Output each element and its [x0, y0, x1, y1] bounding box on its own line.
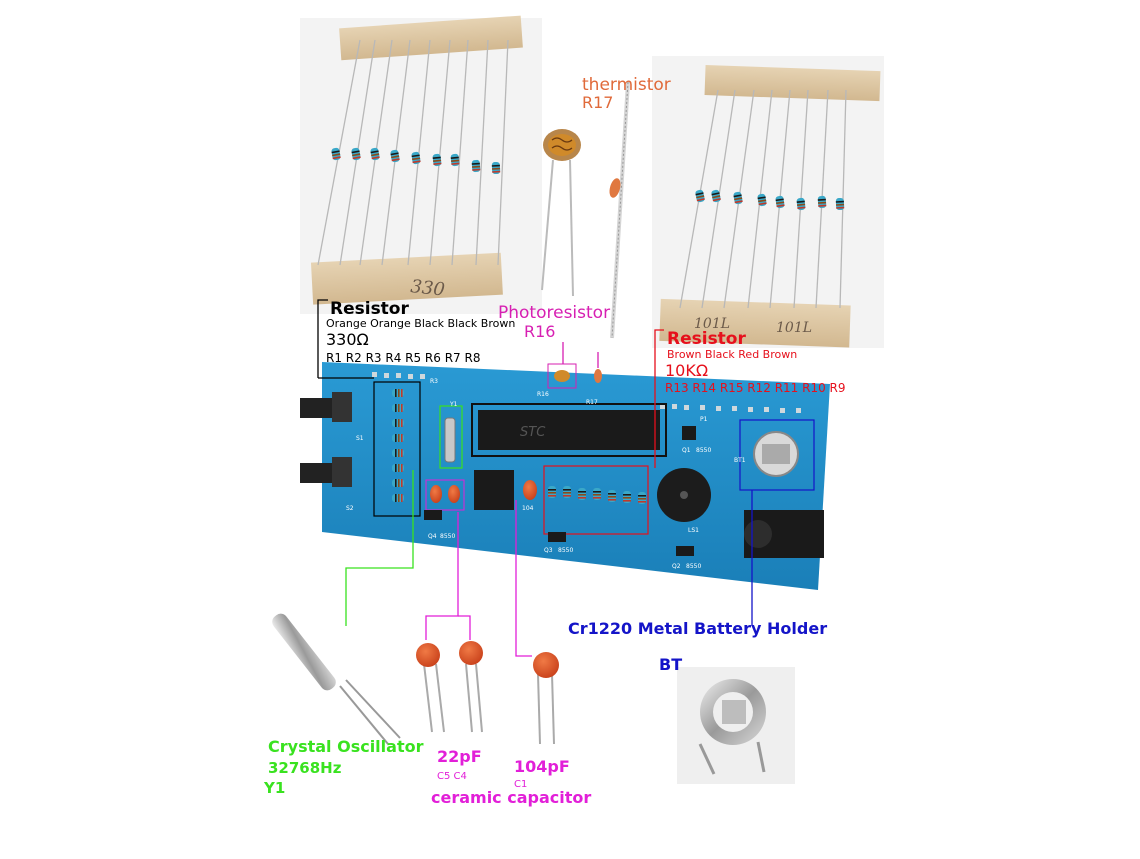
capacitor-22pf-value: 22pF [437, 747, 482, 766]
strip-marking-101l-a: 101L [694, 316, 730, 332]
silk-q4: Q4 [428, 533, 437, 540]
resistor-330-title: Resistor [330, 299, 409, 319]
silk-q1-type: 8550 [696, 447, 711, 454]
silk-r3: R3 [430, 378, 438, 385]
battery-holder-photo [677, 667, 795, 784]
photoresistor-label: Photoresistor [498, 303, 611, 323]
push-button-s2 [300, 457, 352, 487]
strip-marking-330: 330 [409, 276, 445, 300]
capacitor-type-label: ceramic capacitor [431, 788, 592, 807]
silk-ls1: LS1 [688, 527, 699, 534]
push-button-s1 [300, 392, 352, 422]
silk-q3: Q3 [544, 547, 553, 554]
silk-r17: R17 [586, 399, 598, 406]
resistor-10k-title: Resistor [667, 329, 746, 349]
silk-r16: R16 [537, 391, 549, 398]
silk-q1: Q1 [682, 447, 691, 454]
crystal-oscillator-photo [272, 613, 401, 745]
resistor-330-value: 330Ω [326, 330, 369, 349]
silk-q2: Q2 [672, 563, 681, 570]
silk-bt1: BT1 [734, 457, 746, 464]
strip-marking-101l-b: 101L [776, 320, 812, 336]
thermistor-ref: R17 [582, 93, 614, 112]
battery-holder-label: Cr1220 Metal Battery Holder [568, 619, 828, 638]
silk-q4-type: 8550 [440, 533, 455, 540]
silk-y1: Y1 [449, 401, 458, 408]
resistor-10k-refs: R13 R14 R15 R12 R11 R10 R9 [665, 381, 846, 395]
main-ic: STC [471, 403, 667, 457]
battery-holder-ref: BT [659, 655, 683, 674]
resistor-10k-value: 10KΩ [665, 361, 709, 380]
silk-p1: P1 [700, 416, 708, 423]
crystal-ref: Y1 [264, 779, 286, 797]
capacitor-104pf-ref: C1 [514, 779, 528, 790]
resistor-strip-330-photo: 330 [300, 15, 542, 314]
resistor-330-refs: R1 R2 R3 R4 R5 R6 R7 R8 [326, 351, 481, 365]
resistor-330-color-code: Orange Orange Black Black Brown [326, 317, 516, 330]
capacitor-22pf-photo [416, 641, 483, 733]
capacitor-104pf-value: 104pF [514, 757, 570, 776]
photoresistor-ref: R16 [524, 322, 556, 341]
silk-q2-type: 8550 [686, 563, 701, 570]
silk-104: 104 [522, 505, 534, 512]
capacitor-22pf-refs: C5 C4 [437, 771, 467, 782]
thermistor-component [609, 81, 630, 339]
capacitor-104pf-photo [533, 652, 559, 745]
silk-s1: S1 [356, 435, 364, 442]
resistor-strip-10k-photo: 101L 101L [652, 56, 884, 348]
resistor-10k-color-code: Brown Black Red Brown [667, 348, 798, 361]
crystal-frequency: 32768Hz [268, 759, 342, 777]
thermistor-label: thermistor [582, 75, 671, 95]
silk-s2: S2 [346, 505, 354, 512]
ic-marking: STC [520, 425, 546, 440]
photoresistor-component [541, 129, 581, 297]
pcb-board: STC [300, 362, 830, 590]
crystal-label: Crystal Oscillator [268, 737, 424, 756]
silk-q3-type: 8550 [558, 547, 573, 554]
callout-lines [317, 299, 753, 657]
